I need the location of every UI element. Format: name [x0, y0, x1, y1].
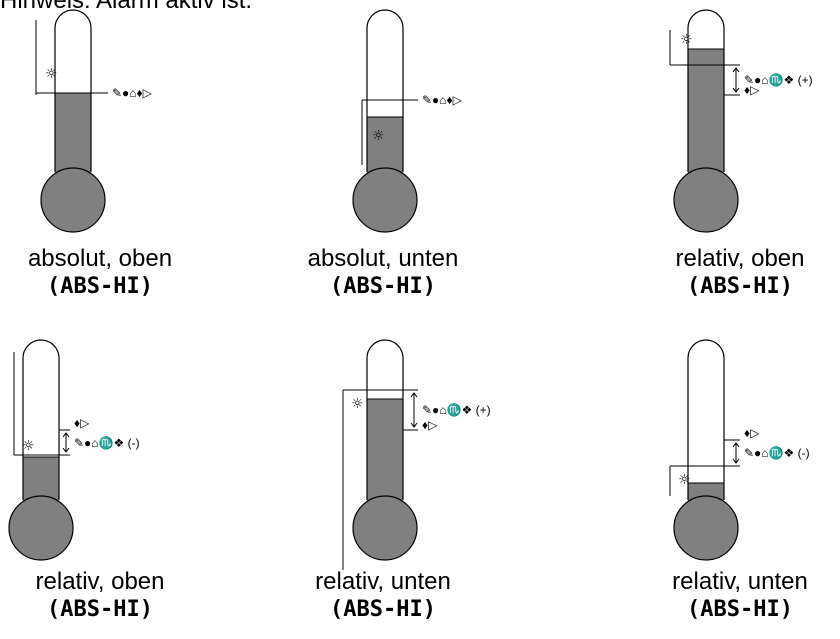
caption-label: relativ, oben [35, 568, 165, 595]
annotation-text: ✎●⌂♏❖ (+) [422, 403, 491, 417]
annotation-sub: ♦▷ [744, 83, 760, 97]
alarm-bracket [35, 20, 108, 95]
double-arrow-icon [732, 442, 740, 464]
caption-code: (ABS-HI) [687, 597, 793, 622]
thermometer-tube [687, 339, 725, 500]
double-arrow-icon [410, 392, 418, 428]
annotation-sub: ♦▷ [74, 416, 90, 430]
lightbulb-icon: ☼ [678, 472, 691, 488]
caption-code: (ABS-HI) [47, 274, 153, 299]
caption-label: relativ, oben [675, 245, 805, 272]
thermometer-bulb [673, 167, 739, 233]
caption-code: (ABS-HI) [47, 597, 153, 622]
lightbulb-icon: ☼ [22, 438, 35, 454]
annotation-sub: ♦▷ [422, 418, 438, 432]
double-arrow-icon [62, 432, 70, 453]
thermometer-tube [54, 9, 92, 172]
caption-label: relativ, unten [672, 568, 808, 595]
panel-caption: absolut, oben(ABS-HI) [0, 245, 200, 301]
panel-caption: relativ, unten(ABS-HI) [640, 568, 840, 624]
lightbulb-icon: ☼ [372, 128, 385, 144]
panel-caption: relativ, oben(ABS-HI) [640, 245, 840, 301]
panel-caption: relativ, oben(ABS-HI) [0, 568, 200, 624]
thermometer-bulb [352, 495, 418, 561]
lightbulb-icon: ☼ [680, 32, 693, 48]
caption-code: (ABS-HI) [330, 597, 436, 622]
caption-code: (ABS-HI) [330, 274, 436, 299]
lightbulb-icon: ☼ [351, 396, 364, 412]
thermometer-bulb [673, 495, 739, 561]
thermometer-bulb [8, 495, 74, 561]
annotation-sub: ♦▷ [744, 426, 760, 440]
annotation-text: ✎●⌂♏❖ (+) [744, 73, 813, 87]
thermometer-bulb [40, 167, 106, 233]
panel-caption: absolut, unten(ABS-HI) [283, 245, 483, 301]
caption-label: relativ, unten [315, 568, 451, 595]
caption-code: (ABS-HI) [687, 274, 793, 299]
annotation-text: ✎●⌂♏❖ (-) [74, 435, 140, 450]
thermometer-tube [366, 339, 404, 500]
annotation-text: ✎●⌂♦▷ [112, 86, 152, 100]
caption-label: absolut, unten [307, 245, 459, 272]
thermometer-tube [22, 339, 60, 500]
panel-caption: relativ, unten(ABS-HI) [283, 568, 483, 624]
alarm-bracket [361, 99, 418, 165]
annotation-text: ✎●⌂♏❖ (-) [744, 446, 810, 460]
thermometer-bulb [352, 167, 418, 233]
double-arrow-icon [732, 67, 740, 93]
lightbulb-icon: ☼ [45, 66, 58, 82]
header-text: Hinweis: Alarm aktiv ist. [0, 0, 253, 14]
annotation-text: ✎●⌂♦▷ [422, 93, 462, 107]
caption-label: absolut, oben [27, 245, 173, 272]
thermometer-tube [687, 9, 725, 172]
thermometer-tube [366, 9, 404, 172]
